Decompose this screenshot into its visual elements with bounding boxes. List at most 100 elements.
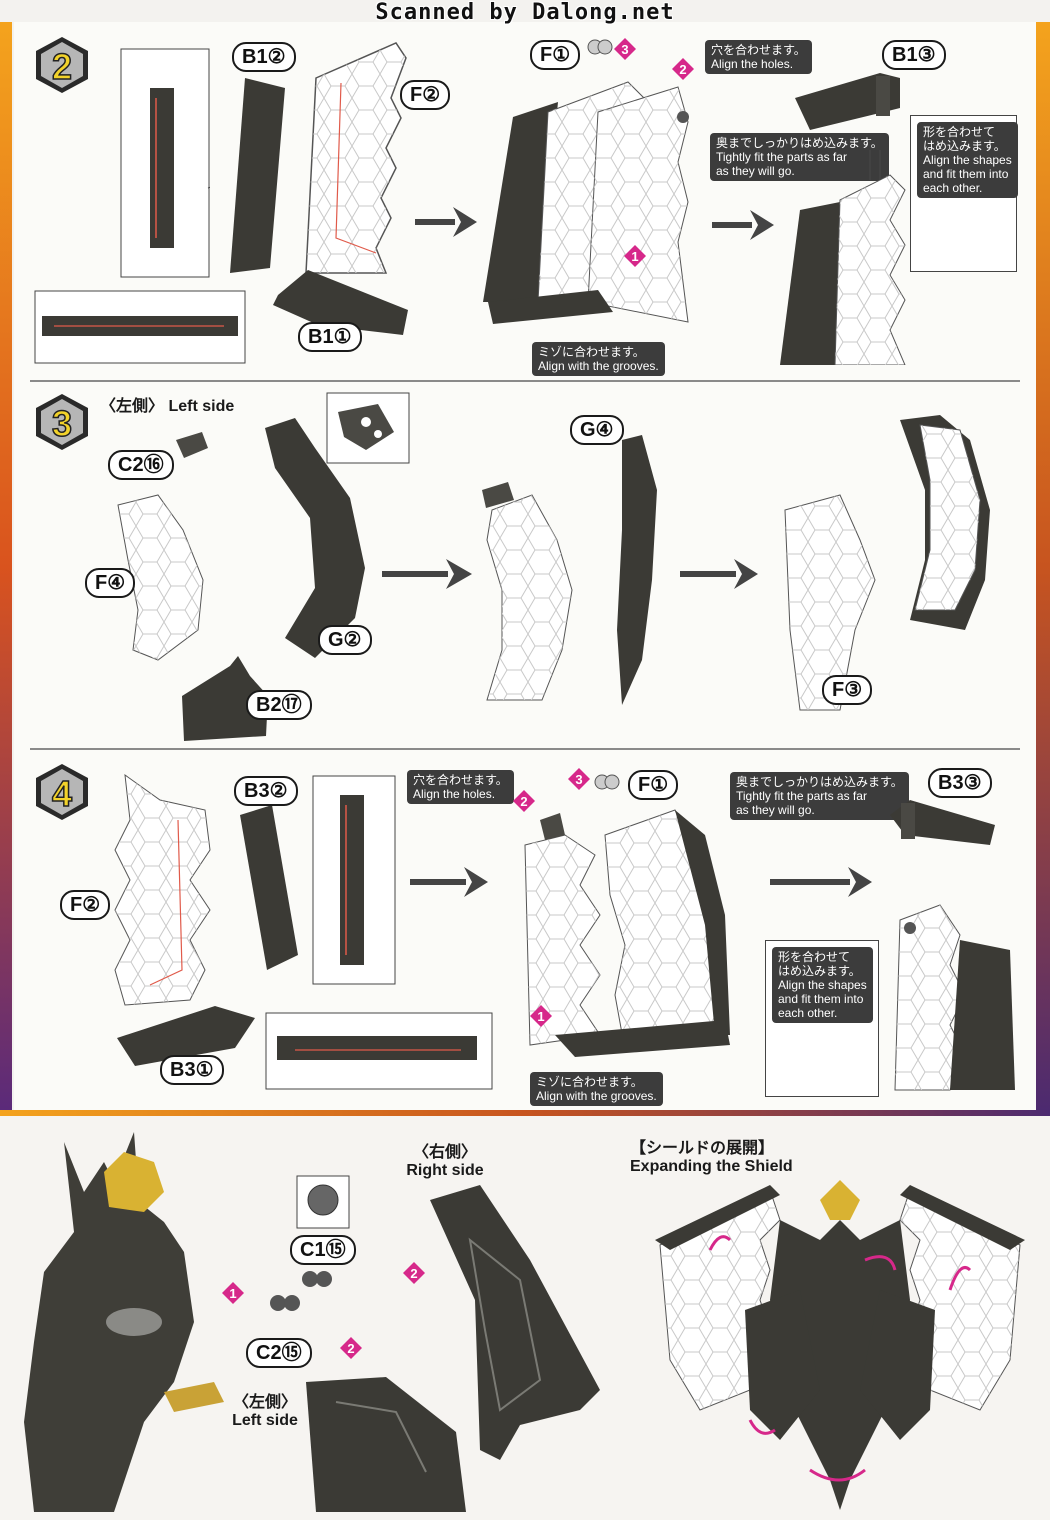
right-side-label: 〈右側〉Right side (406, 1144, 484, 1179)
svg-text:2: 2 (679, 62, 686, 77)
robot-body-drawing (24, 1132, 224, 1512)
part-label-b2-17: B2⑰ (246, 690, 312, 720)
svg-text:2: 2 (347, 1341, 354, 1356)
scan-watermark: Scanned by Dalong.net (375, 0, 675, 25)
part-label-c1-15: C1⑮ (290, 1235, 356, 1265)
order-marker-2: 2 (672, 58, 694, 80)
part-label-f2-step4: F② (60, 890, 111, 920)
part-b1-3-drawing (795, 73, 900, 130)
part-label-f3: F③ (822, 675, 873, 705)
part-label-b1-3: B1③ (882, 40, 946, 70)
assembly-step4-mid (524, 809, 730, 1057)
expanding-shield-title: 【シールドの展開】Expanding the Shield (630, 1140, 793, 1175)
part-f4-drawing (117, 494, 204, 661)
order-marker-1: 1 (530, 1005, 552, 1027)
part-label-f2: F② (400, 80, 451, 110)
part-b3-2-drawing (240, 805, 298, 970)
assembly-step2-final (780, 150, 906, 365)
note-tight-fit: 奥までしっかりはめ込みます。Tightly fit the parts as f… (710, 133, 889, 181)
part-label-b1-2: B1② (232, 42, 296, 72)
flow-arrow (415, 207, 477, 237)
detail-inset-b1-2 (120, 48, 210, 278)
detail-inset-b3-1 (265, 1012, 493, 1090)
part-label-b1-1: B1① (298, 322, 362, 352)
detail-inset-c1-15 (296, 1175, 350, 1229)
part-label-f1-step4: F① (628, 770, 679, 800)
note-tight-fit-step4: 奥までしっかりはめ込みます。Tightly fit the parts as f… (730, 772, 909, 820)
part-g2-drawing (265, 418, 365, 658)
part-label-c2-15: C2⑮ (246, 1338, 312, 1368)
note-align-holes-step4: 穴を合わせます。Align the holes. (407, 770, 514, 804)
part-label-g4: G④ (570, 415, 624, 445)
flow-arrow (712, 210, 774, 240)
note-align-holes: 穴を合わせます。Align the holes. (705, 40, 812, 74)
part-label-f1: F① (530, 40, 581, 70)
flow-arrow (382, 559, 472, 589)
note-grooves: ミゾに合わせます。Align with the grooves. (532, 342, 665, 376)
order-marker-2: 2 (403, 1262, 425, 1284)
assembly-step2-mid (483, 81, 689, 324)
part-b1-2-drawing (230, 78, 285, 273)
part-b1-1-drawing (273, 270, 408, 335)
part-label-b3-1: B3① (160, 1055, 224, 1085)
svg-text:3: 3 (621, 42, 628, 57)
section-divider (30, 380, 1020, 382)
detail-inset-c2 (326, 392, 410, 464)
flow-arrow (410, 867, 488, 897)
step-badge-4: 4 (32, 762, 92, 822)
note-grooves-step4: ミゾに合わせます。Align with the grooves. (530, 1072, 663, 1106)
part-label-c2-16: C2⑯ (108, 450, 174, 480)
svg-text:2: 2 (410, 1266, 417, 1281)
scan-header (0, 0, 1050, 22)
step-badge-3: 3 (32, 392, 92, 452)
part-label-g2: G② (318, 625, 372, 655)
part-b2-17-drawing (182, 656, 268, 741)
flow-arrow (770, 867, 872, 897)
svg-text:2: 2 (520, 794, 527, 809)
shield-expanded-drawing (655, 1180, 1025, 1510)
section-divider (30, 748, 1020, 750)
part-label-f4: F④ (85, 568, 136, 598)
left-side-label: 〈左側〉Left side (232, 1394, 298, 1429)
small-part-f1-step4 (594, 774, 620, 790)
small-part-c2-15 (270, 1295, 300, 1311)
svg-text:4: 4 (52, 773, 72, 814)
order-marker-3: 3 (568, 768, 590, 790)
right-color-bar (1036, 22, 1050, 1112)
svg-text:1: 1 (537, 1009, 544, 1024)
order-marker-3: 3 (614, 38, 636, 60)
detail-inset-b3-2 (312, 775, 396, 985)
small-part-f1 (587, 39, 613, 55)
part-b3-3-drawing (890, 800, 995, 845)
step-badge-2: 2 (32, 35, 92, 95)
small-part-c2-16 (176, 432, 208, 458)
svg-text:3: 3 (52, 403, 72, 444)
svg-text:3: 3 (575, 772, 582, 787)
small-part-c1-15 (302, 1271, 332, 1287)
part-b3-1-drawing (117, 1006, 255, 1066)
order-marker-2: 2 (340, 1337, 362, 1359)
part-label-b3-2: B3② (234, 776, 298, 806)
shield-left-drawing (306, 1377, 466, 1512)
order-marker-1: 1 (222, 1282, 244, 1304)
assembly-step3-mid (482, 435, 657, 705)
shield-right-drawing (430, 1185, 600, 1460)
svg-text:1: 1 (631, 249, 638, 264)
flow-arrow (680, 559, 758, 589)
step3-side-label: 〈左側〉 Left side (100, 398, 235, 415)
assembly-step3-final (784, 415, 990, 711)
detail-inset-b1-1 (34, 290, 246, 364)
svg-text:1: 1 (229, 1286, 236, 1301)
part-f2-drawing (305, 42, 407, 274)
svg-text:2: 2 (52, 46, 72, 87)
order-marker-1: 1 (624, 245, 646, 267)
left-color-bar (0, 22, 12, 1112)
part-label-b3-3: B3③ (928, 768, 992, 798)
order-marker-2: 2 (513, 790, 535, 812)
part-f2-step4-drawing (114, 773, 211, 1006)
